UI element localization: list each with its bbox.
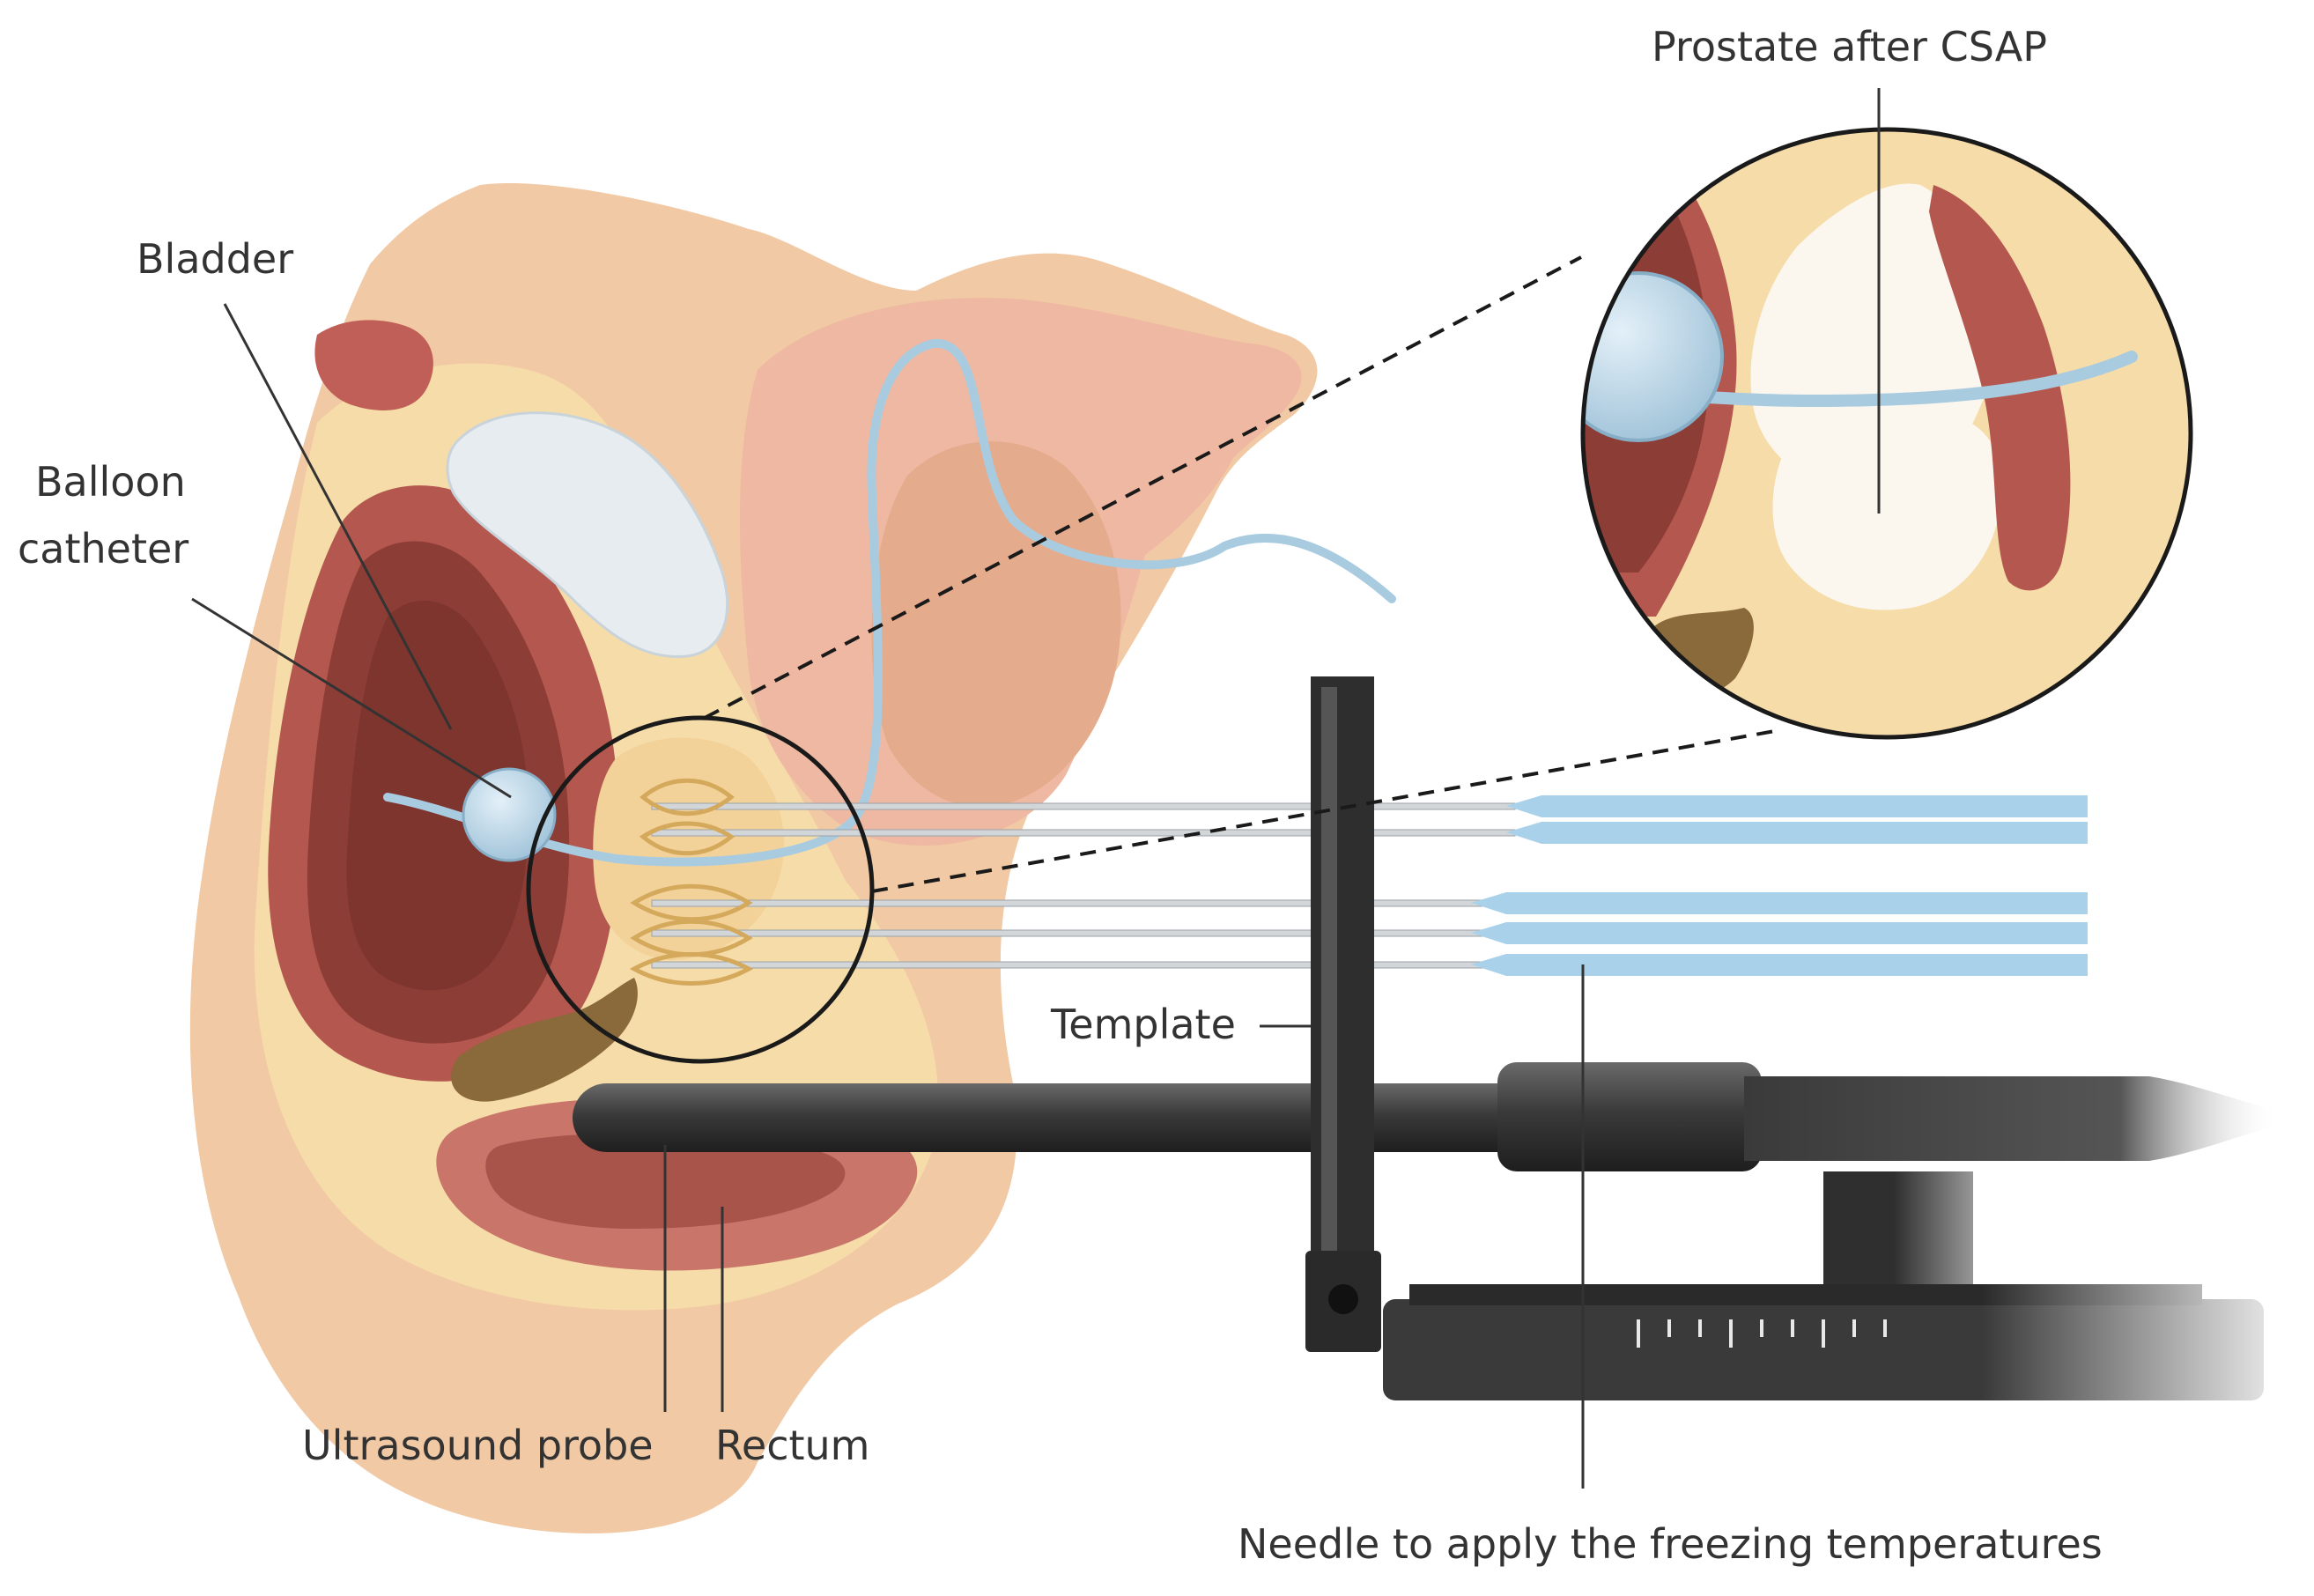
leader-lines <box>191 88 1881 1489</box>
leader-bladder <box>223 303 453 730</box>
stool <box>451 978 638 1102</box>
label-catheter: catheter <box>18 525 189 573</box>
needle-3 <box>651 892 2088 914</box>
needle-1 <box>651 795 2088 817</box>
label-needle: Needle to apply the freezing temperature… <box>1238 1520 2103 1568</box>
label-ultrasound-probe: Ultrasound probe <box>302 1422 654 1469</box>
template-grid <box>1305 676 1381 1352</box>
catheter-balloon <box>462 767 557 862</box>
ruler-ticks <box>1637 1319 1887 1348</box>
label-template: Template <box>1051 1001 1236 1048</box>
label-rectum: Rectum <box>715 1422 870 1469</box>
pubic-bone <box>446 411 729 659</box>
label-bladder: Bladder <box>137 235 294 283</box>
bladder-lumen <box>346 600 529 991</box>
cryo-needles <box>629 778 2088 986</box>
zoom-connector-bottom <box>871 729 1776 893</box>
zoom-inset <box>1580 127 2193 740</box>
label-prostate-after-csap: Prostate after CSAP <box>1652 23 2047 70</box>
urethral-catheter <box>383 338 1396 867</box>
ultrasound-probe <box>573 1062 2281 1312</box>
zoom-connector-top <box>704 255 1582 720</box>
abdominal-muscle <box>314 320 433 410</box>
stepper-unit <box>1383 1260 2314 1436</box>
leader-balloon <box>191 597 512 799</box>
needle-4 <box>651 922 2088 944</box>
needle-5 <box>651 954 2088 976</box>
label-balloon: Balloon <box>35 458 186 506</box>
ice-coils <box>629 778 754 986</box>
